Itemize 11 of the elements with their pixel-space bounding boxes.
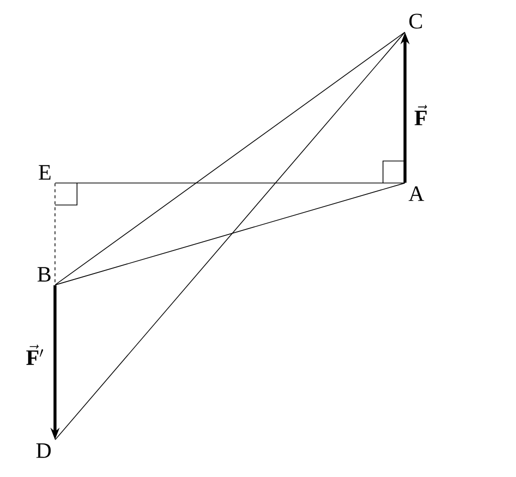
point-label: E: [38, 165, 50, 180]
line-segment: [54, 32, 406, 440]
line-segment: [54, 182, 406, 184]
line-segment: [54, 32, 406, 286]
vector-label: $\vec{\mathbf{F}}'$: [26, 344, 44, 365]
point-label: D: [36, 443, 51, 458]
point-label: A: [408, 186, 424, 201]
vector-label: $\vec{\mathbf{F}}$: [414, 104, 428, 126]
point-label: B: [38, 267, 51, 282]
point-label: C: [409, 14, 422, 29]
line-segment: [54, 182, 406, 286]
